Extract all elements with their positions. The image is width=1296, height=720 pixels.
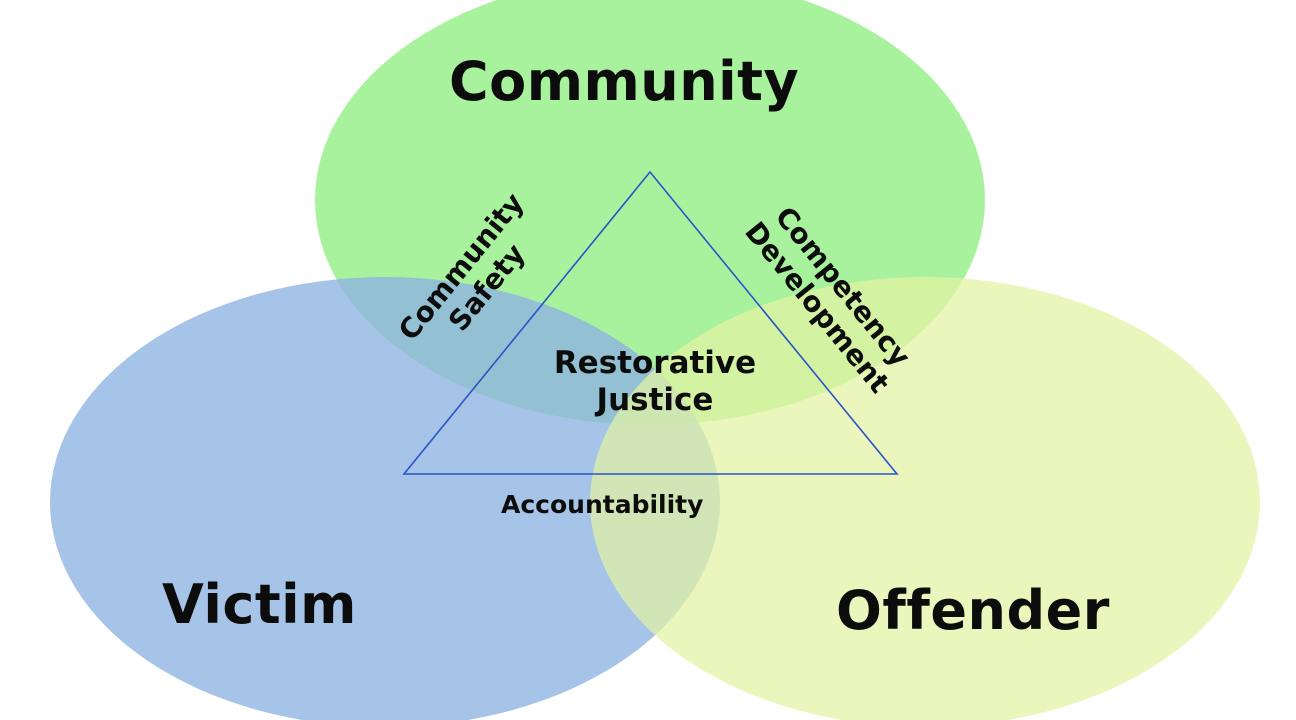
victim-circle [50, 277, 720, 720]
offender-label: Offender [836, 579, 1110, 642]
restorative-justice-label: Restorative Justice [490, 348, 820, 422]
restorative-triangle [402, 170, 899, 475]
center-line-1: Restorative [553, 345, 757, 381]
victim-label: Victim [162, 573, 357, 636]
center-line-2: Justice [596, 382, 714, 418]
offender-circle [590, 277, 1260, 720]
community-label: Community [449, 50, 800, 113]
accountability-label: Accountability [501, 490, 704, 519]
